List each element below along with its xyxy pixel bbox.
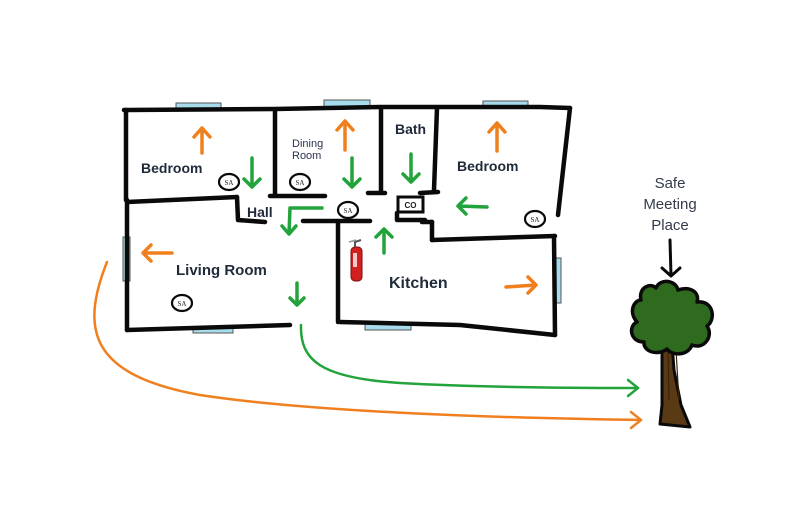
svg-text:SA: SA (296, 179, 305, 187)
meeting-label-line3: Place (651, 217, 689, 234)
arrow-right-kitchen (504, 275, 538, 295)
smoke-alarm-bedroom-left: SA (217, 172, 241, 192)
label-living-room: Living Room (176, 262, 267, 279)
smoke-alarm-bedroom-right: SA (523, 209, 547, 229)
label-bath: Bath (395, 121, 426, 137)
arrow-down-bath (401, 152, 421, 184)
label-bedroom-left: Bedroom (141, 160, 202, 176)
smoke-alarm-hall: SA (336, 200, 360, 220)
arrow-up-bedroom-left (192, 126, 212, 155)
label-dining-line2: Room (292, 150, 321, 162)
arrow-down-bedroom-left (242, 156, 262, 189)
svg-text:SA: SA (344, 207, 353, 215)
walls (121, 104, 573, 338)
arrow-left-living (141, 243, 174, 263)
label-hall: Hall (247, 204, 273, 220)
svg-text:SA: SA (178, 300, 187, 308)
smoke-alarm-dining: SA (288, 172, 312, 192)
arrow-left-bedroom-right (456, 196, 489, 216)
fire-extinguisher-icon (348, 239, 363, 282)
arrow-up-kitchen (374, 227, 394, 255)
arrow-down-living (288, 281, 306, 307)
label-bedroom-right: Bedroom (457, 158, 518, 174)
route-orange-to-tree (93, 260, 643, 430)
meeting-label-line2: Meeting (643, 196, 696, 213)
meeting-label-line1: Safe (655, 175, 686, 192)
svg-text:SA: SA (531, 216, 540, 224)
label-dining-line1: Dining (292, 138, 323, 150)
route-green-to-tree (299, 323, 640, 398)
arrow-down-to-tree-icon (660, 238, 682, 278)
label-kitchen: Kitchen (389, 275, 448, 292)
orange-exit-arrows (141, 119, 538, 295)
svg-text:SA: SA (225, 179, 234, 187)
arrow-up-dining (335, 119, 355, 152)
arrow-down-dining (342, 156, 362, 189)
green-route-arrows (242, 152, 489, 307)
co-label: CO (405, 201, 417, 210)
tree-icon (629, 279, 715, 429)
arrow-up-bedroom-right (487, 121, 507, 153)
co-detector: CO (396, 195, 425, 214)
smoke-alarm-living: SA (170, 293, 194, 313)
arrow-hall-turn (280, 206, 324, 236)
